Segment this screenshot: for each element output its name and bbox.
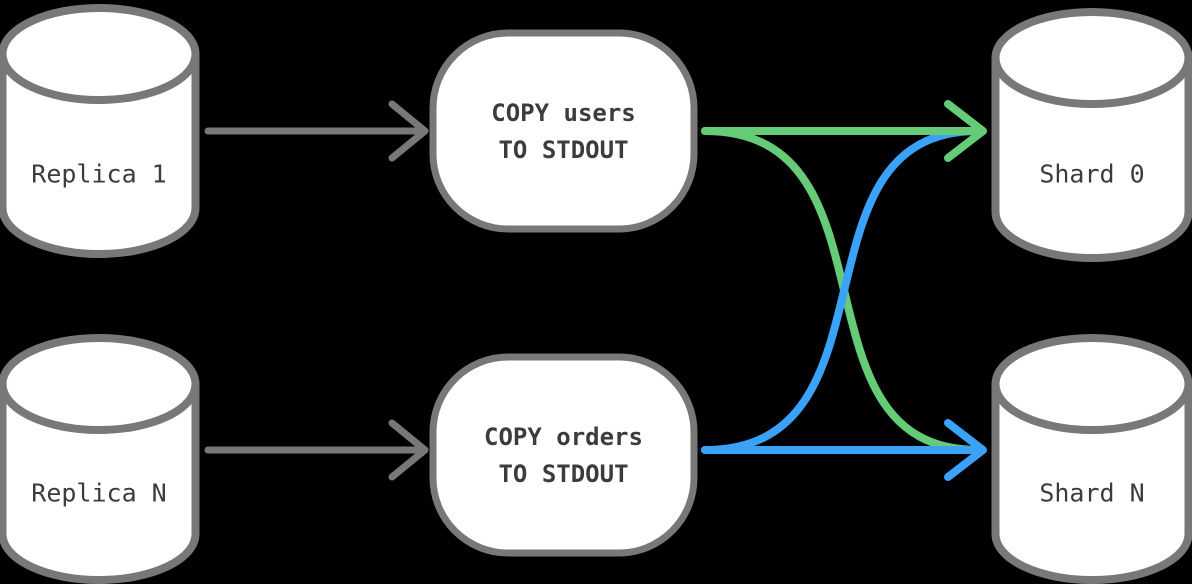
process-label-line-2: TO STDOUT [498,460,628,488]
db-cylinder-replica-n: Replica N [0,334,200,584]
cylinder-top [0,334,200,434]
db-cylinder-shard-n: Shard N [991,334,1192,584]
arrowhead-gray-top [388,100,429,162]
cylinder-top [991,8,1192,108]
cylinder-body [0,54,200,258]
edge-replica-n-to-copy-orders [204,419,429,481]
process-box [429,29,698,233]
db-label-shard-n: Shard N [1039,479,1144,508]
arrowhead-green [944,100,987,162]
process-label-line-1: COPY users [491,99,636,127]
db-cylinder-replica-1: Replica 1 [0,4,200,258]
arrowhead-blue [944,419,987,481]
arrowhead-gray-bottom [388,419,429,481]
process-label-line-1: COPY orders [484,423,643,451]
process-box [429,353,698,557]
process-copy-orders: COPY orders TO STDOUT [429,353,698,557]
edge-copy-users-to-shard-0 [701,100,987,162]
edge-replica-1-to-copy-users [204,100,429,162]
db-cylinder-shard-0: Shard 0 [991,8,1192,262]
db-label-shard-0: Shard 0 [1039,160,1144,189]
db-label-replica-1: Replica 1 [31,160,166,189]
cylinder-top [0,4,200,104]
db-label-replica-n: Replica N [31,479,166,508]
edge-copy-orders-to-shard-0-curve [701,127,982,454]
cylinder-body [0,384,200,584]
process-copy-users: COPY users TO STDOUT [429,29,698,233]
edge-copy-orders-to-shard-n [701,419,987,481]
cylinder-body [991,58,1192,262]
process-label-line-2: TO STDOUT [498,136,628,164]
cylinder-body [991,384,1192,584]
cylinder-top [991,334,1192,434]
